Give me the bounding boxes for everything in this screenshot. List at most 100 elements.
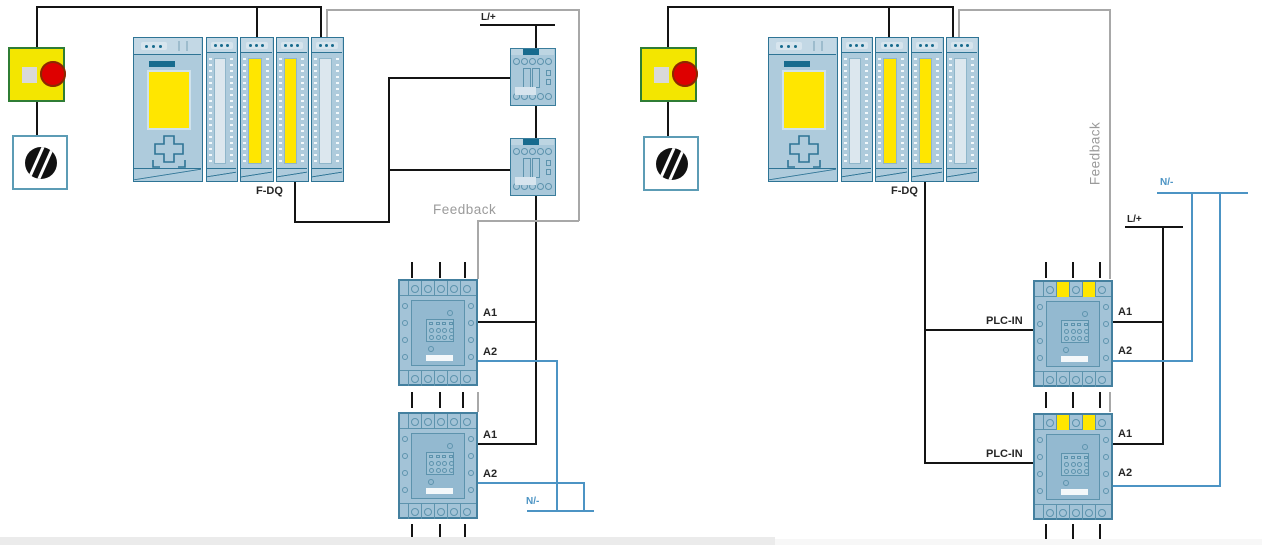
wire-black: [535, 106, 537, 139]
bottom-band-right: [775, 539, 1262, 545]
contact-slot: [429, 455, 433, 458]
status-led-strip: [281, 42, 303, 49]
terminal-cell: [421, 281, 434, 296]
led-dot: [159, 44, 162, 48]
contact-slot: [1070, 456, 1075, 459]
wire-black: [952, 7, 954, 38]
wire-blue: [556, 360, 558, 512]
contact-dot: [1064, 329, 1069, 334]
fail-safe-module-1-left-panel: [248, 58, 262, 164]
contact-slot: [442, 322, 446, 325]
terminal-cell: [1082, 372, 1095, 387]
module-footer: [769, 168, 836, 180]
led-dot: [249, 44, 252, 47]
module-footer: [277, 168, 307, 180]
terminal-cell: [1082, 505, 1095, 520]
terminal-screw: [424, 285, 432, 293]
wire-black: [388, 77, 510, 79]
fail-safe-module-1-left: [240, 37, 274, 182]
terminal-screw: [463, 285, 471, 293]
status-led-strip: [776, 42, 802, 50]
key-switch-knob-icon: [25, 147, 57, 179]
contactor-bottom-terminals: [1035, 504, 1111, 520]
terminal-tick: [1072, 392, 1074, 408]
fail-safe-module-1-right: [875, 37, 909, 182]
wire-blue: [1219, 192, 1221, 487]
contact-dot: [448, 335, 454, 340]
contact-dot: [442, 468, 447, 473]
wire-black: [294, 182, 296, 223]
wire-blue: [1157, 192, 1248, 194]
face-screw: [1082, 444, 1088, 450]
contactor-bottom-terminals: [400, 503, 476, 519]
led-dot: [855, 44, 858, 47]
status-led-strip: [846, 42, 868, 49]
wire-black: [256, 7, 258, 38]
side-screw: [402, 436, 408, 442]
contact-slot: [448, 322, 453, 325]
side-screw: [1103, 437, 1109, 443]
contact-slot: [1083, 323, 1088, 326]
side-screw: [1103, 471, 1109, 477]
terminal-cell: [1056, 415, 1069, 430]
contact-dot: [1083, 329, 1089, 334]
terminal-screw: [1098, 509, 1106, 517]
terminal-screw: [1059, 509, 1067, 517]
terminal-dots-left: [314, 58, 317, 163]
label-a1-contactor1-left: A1: [483, 307, 498, 319]
contact-slot: [1064, 456, 1068, 459]
terminal-screw: [411, 285, 419, 293]
contact-dot: [429, 461, 434, 466]
side-screw: [1103, 355, 1109, 361]
wire-black: [1162, 227, 1164, 445]
terminal-dots-right: [971, 58, 974, 163]
terminal-tick: [411, 262, 413, 278]
led-dot: [861, 44, 864, 47]
contact-dot: [448, 328, 454, 333]
terminal-dots-left: [914, 58, 917, 163]
terminal-screw: [1085, 509, 1093, 517]
status-led-strip: [316, 42, 338, 49]
label-a2-contactor2-right: A2: [1118, 467, 1133, 479]
terminal-cell: [408, 281, 421, 296]
led-dot: [290, 44, 293, 47]
wire-black: [667, 102, 669, 138]
io-module-2-right-panel: [954, 58, 967, 164]
terminal-dots-right: [336, 58, 339, 163]
cap-slot: [178, 41, 180, 51]
label-a1-contactor1-right: A1: [1118, 306, 1133, 318]
terminal-cell: [1056, 282, 1069, 297]
terminal-screw: [424, 508, 432, 516]
contact-dot: [1083, 336, 1089, 341]
terminal-cell: [1082, 282, 1095, 297]
cpu-display: [147, 70, 191, 130]
terminal-tick: [439, 524, 441, 540]
terminal-cell: [1069, 415, 1082, 430]
relay-terminal: [545, 148, 552, 155]
side-screw: [402, 320, 408, 326]
side-screw: [402, 470, 408, 476]
cap-slot: [186, 41, 188, 51]
face-screw: [428, 479, 434, 485]
terminal-dots-left: [209, 58, 212, 163]
label-feedback-left: Feedback: [433, 202, 497, 217]
relay-label-window: [515, 87, 536, 95]
status-led-strip: [951, 42, 973, 49]
terminal-screw: [437, 375, 445, 383]
cpu-module-right: [768, 37, 838, 182]
io-module-1-left-panel: [214, 58, 226, 164]
coupling-relay-1: [510, 48, 556, 106]
relay-coil-icon: [532, 68, 540, 88]
contact-dot: [1083, 469, 1089, 474]
wire-gray: [326, 9, 328, 37]
contact-dot: [1070, 329, 1076, 334]
wire-black: [1125, 226, 1183, 228]
wire-blue: [478, 360, 558, 362]
fail-safe-module-2-left-cap: [277, 38, 307, 53]
terminal-tick: [1045, 524, 1047, 540]
led-dot: [794, 44, 797, 48]
wire-black: [1113, 443, 1164, 445]
relay-terminal: [545, 183, 552, 190]
terminal-tick: [1072, 524, 1074, 540]
terminal-tick: [1099, 392, 1101, 408]
